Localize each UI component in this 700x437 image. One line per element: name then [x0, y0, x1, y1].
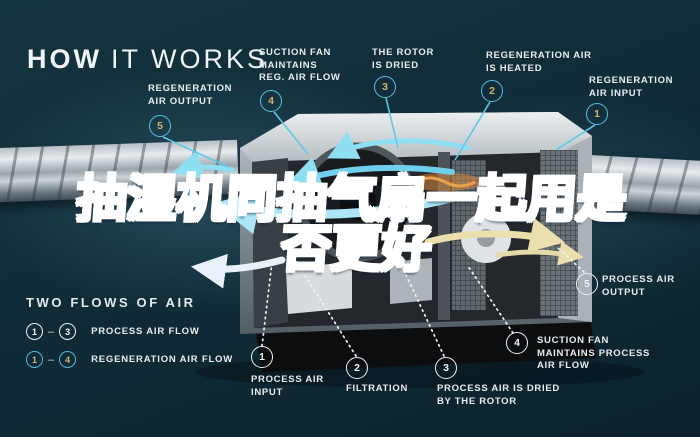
badge-regeneration-4: 4	[260, 90, 282, 112]
badge-process-5: 5	[576, 273, 598, 295]
legend-circle-to: 3	[59, 323, 77, 340]
callout-suction-fan-reg: SUCTION FAN MAINTAINS REG. AIR FLOW	[259, 47, 341, 84]
badge-regeneration-1: 1	[586, 103, 608, 125]
page-title-light: IT WORKS	[110, 44, 268, 75]
legend-circle-to: 4	[59, 351, 77, 368]
badge-process-4: 4	[506, 332, 528, 354]
callout-process-air-output: PROCESS AIR OUTPUT	[602, 274, 675, 298]
callout-regeneration-air-heated: REGENERATION AIR IS HEATED	[486, 50, 592, 74]
process-input-arrow	[190, 253, 286, 289]
callout-process-air-input: PROCESS AIR INPUT	[251, 374, 324, 398]
process-flow-arrows	[190, 218, 584, 289]
regeneration-flow-arrows	[172, 131, 471, 235]
page-title: HOW IT WORKS	[27, 44, 268, 75]
legend-label-process: PROCESS AIR FLOW	[91, 326, 200, 337]
page-title-bold: HOW	[27, 44, 102, 75]
legend-circle-from: 1	[26, 351, 43, 368]
callout-rotor-dried: THE ROTOR IS DRIED	[372, 47, 435, 71]
legend-label-regeneration: REGENERATION AIR FLOW	[91, 354, 234, 365]
legend-dash: –	[48, 325, 55, 338]
badge-regeneration-2: 2	[481, 80, 503, 102]
process-leader-lines	[261, 247, 585, 357]
overlay-headline: 抽湿机同抽气扇一起用是 否更好	[0, 170, 700, 279]
overlay-headline-line2: 否更好	[278, 220, 434, 279]
dehumidifier-machine	[195, 112, 645, 388]
badge-process-3: 3	[435, 357, 457, 379]
badge-process-1: 1	[251, 346, 273, 368]
badge-regeneration-5: 5	[149, 115, 171, 137]
legend-circle-from: 1	[26, 323, 43, 340]
overlay-headline-line1: 抽湿机同抽气扇一起用是	[74, 170, 630, 229]
callout-suction-fan-process: SUCTION FAN MAINTAINS PROCESS AIR FLOW	[537, 335, 651, 372]
legend-row-process: 1 – 3 PROCESS AIR FLOW	[26, 323, 233, 340]
legend-row-regeneration: 1 – 4 REGENERATION AIR FLOW	[26, 351, 233, 368]
legend: TWO FLOWS OF AIR 1 – 3 PROCESS AIR FLOW …	[26, 295, 233, 379]
legend-heading: TWO FLOWS OF AIR	[26, 295, 196, 310]
callout-regeneration-air-input: REGENERATION AIR INPUT	[589, 75, 674, 99]
callout-process-air-dried: PROCESS AIR IS DRIED BY THE ROTOR	[437, 383, 560, 407]
badge-process-2: 2	[346, 357, 368, 379]
legend-dash: –	[48, 353, 55, 366]
callout-regeneration-air-output: REGENERATION AIR OUTPUT	[148, 83, 233, 107]
callout-filtration: FILTRATION	[346, 383, 409, 394]
badge-regeneration-3: 3	[374, 76, 396, 98]
regeneration-leader-lines	[162, 97, 596, 168]
